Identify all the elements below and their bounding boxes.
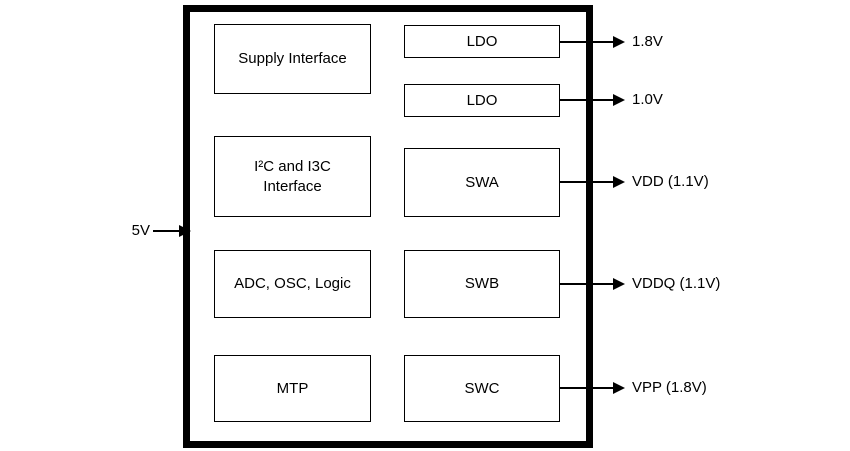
input-net-label-5v: 5V: [131, 222, 150, 239]
block-swc: SWC: [404, 355, 560, 422]
output-arrow-line: [560, 283, 614, 285]
output-arrowhead-icon: [613, 36, 625, 48]
output-net-label-1v8: 1.8V: [632, 33, 663, 50]
output-arrow-line: [560, 387, 614, 389]
block-swa: SWA: [404, 148, 560, 217]
output-arrow-line: [560, 41, 614, 43]
output-arrowhead-icon: [613, 94, 625, 106]
input-arrowhead-icon: [179, 225, 191, 237]
block-label: I²C and I3C Interface: [254, 157, 331, 195]
block-label: SWB: [464, 275, 500, 292]
output-arrowhead-icon: [613, 278, 625, 290]
block-label: SWA: [465, 173, 499, 191]
block-ldo-1: LDO: [404, 25, 560, 58]
output-net-label-vddq: VDDQ (1.1V): [632, 275, 721, 292]
output-net-label-vpp: VPP (1.8V): [632, 379, 707, 396]
block-label: LDO: [466, 91, 498, 109]
output-arrow-line: [560, 99, 614, 101]
output-net-label-vdd: VDD (1.1V): [632, 173, 709, 190]
block-adc-osc-logic: ADC, OSC, Logic: [214, 250, 371, 318]
block-ldo-2: LDO: [404, 84, 560, 117]
block-label: Supply Interface: [238, 50, 347, 67]
block-label: SWC: [464, 379, 500, 397]
output-arrowhead-icon: [613, 382, 625, 394]
output-net-label-1v0: 1.0V: [632, 91, 663, 108]
output-arrow-line: [560, 181, 614, 183]
block-label: ADC, OSC, Logic: [234, 275, 351, 292]
block-i2c-i3c-interface: I²C and I3C Interface: [214, 136, 371, 217]
block-supply-interface: Supply Interface: [214, 24, 371, 94]
block-swb: SWB: [404, 250, 560, 318]
input-arrow-line: [153, 230, 179, 232]
block-mtp: MTP: [214, 355, 371, 422]
block-label: LDO: [466, 32, 498, 50]
output-arrowhead-icon: [613, 176, 625, 188]
block-label: MTP: [276, 379, 309, 397]
